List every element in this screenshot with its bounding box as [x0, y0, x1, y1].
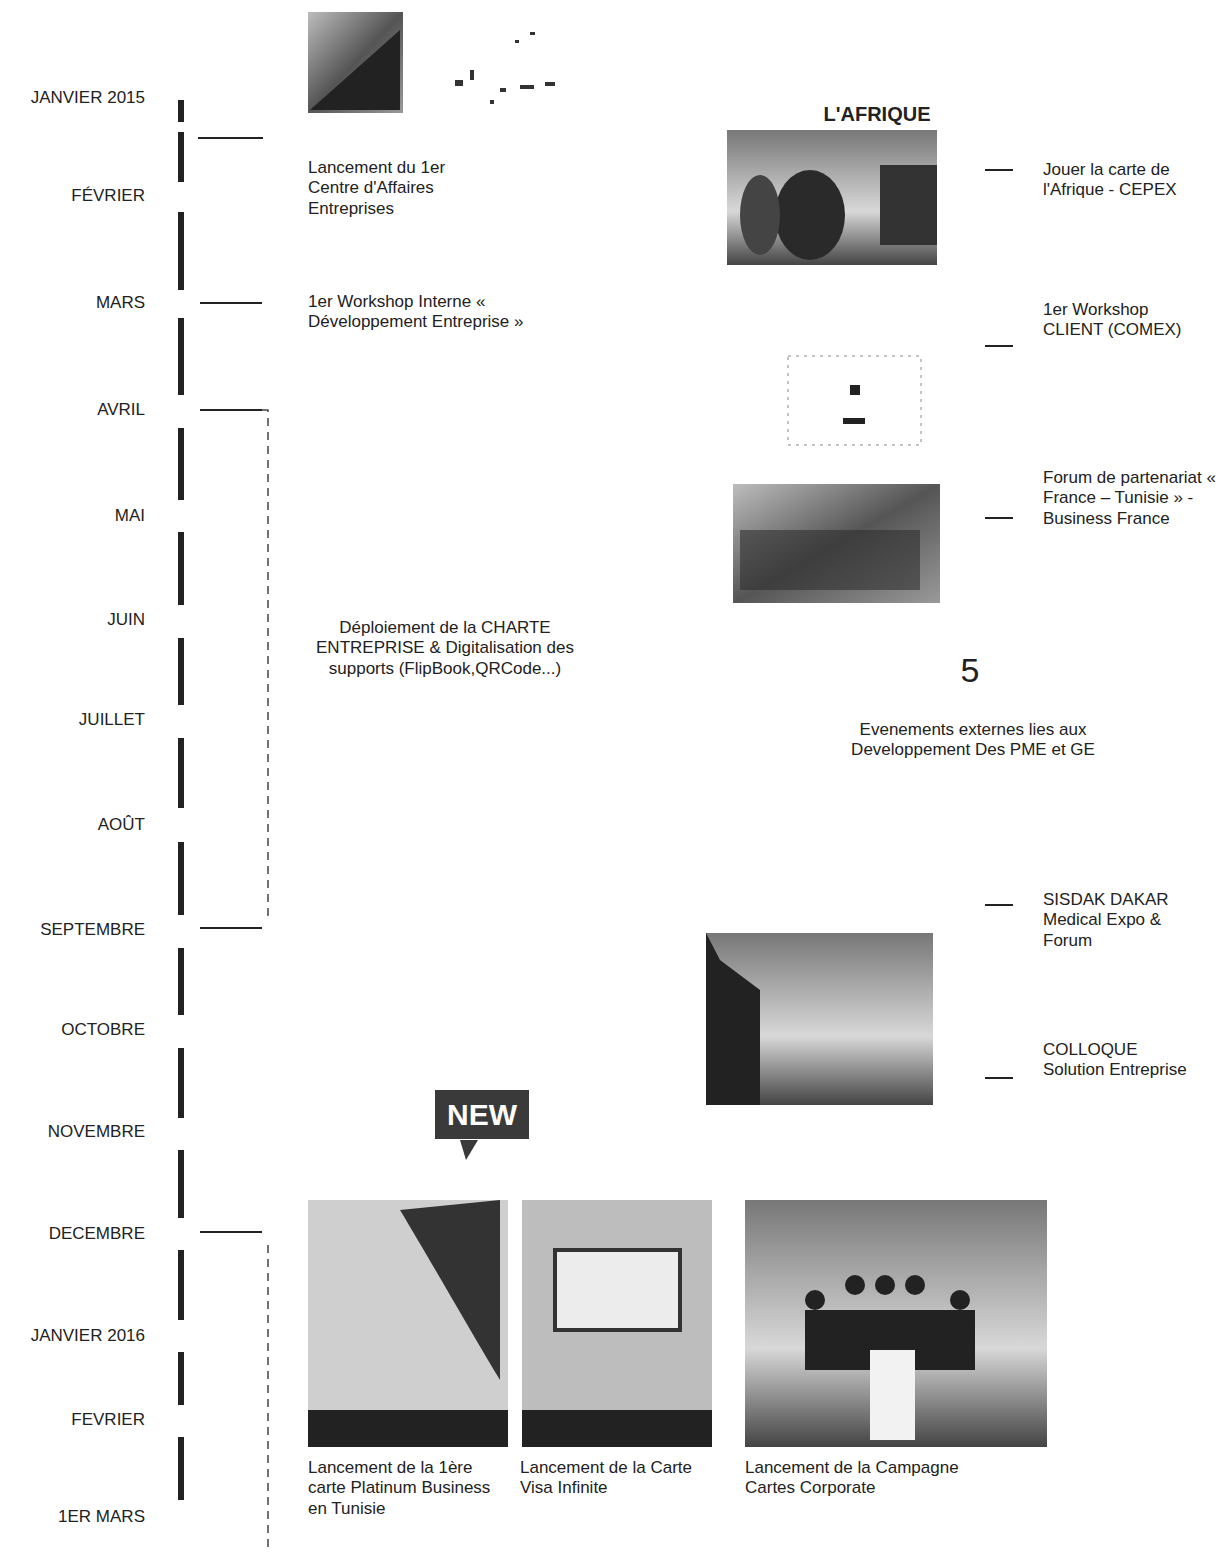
event-caption: Lancement du 1er Centre d'Affaires Entre…: [308, 158, 498, 219]
phase-note: Déploiement de la CHARTE ENTREPRISE & Di…: [290, 618, 600, 679]
event-caption: COLLOQUE Solution Entreprise: [1043, 1040, 1193, 1081]
month-label: AVRIL: [10, 400, 145, 420]
photo-text: L'AFRIQUE: [818, 102, 936, 126]
badge-text: NEW: [447, 1098, 517, 1131]
month-label: MARS: [10, 293, 145, 313]
month-label: JUIN: [10, 610, 145, 630]
event-caption: Jouer la carte de l'Afrique - CEPEX: [1043, 160, 1203, 201]
tick-marks: [198, 138, 1013, 1232]
badge-box: NEW: [435, 1090, 529, 1139]
month-label: OCTOBRE: [10, 1020, 145, 1040]
event-caption: SISDAK DAKAR Medical Expo & Forum: [1043, 890, 1213, 951]
badge-pointer: [460, 1140, 478, 1160]
event-caption: Lancement de la 1ère carte Platinum Busi…: [308, 1458, 503, 1519]
count-number: 5: [930, 650, 1010, 691]
month-label: NOVEMBRE: [10, 1122, 145, 1142]
count-caption: Evenements externes lies aux Developpeme…: [848, 720, 1098, 761]
event-caption: Lancement de la Carte Visa Infinite: [520, 1458, 710, 1499]
month-label: FÉVRIER: [10, 186, 145, 206]
month-label: AOÛT: [10, 815, 145, 835]
month-label: JUILLET: [10, 710, 145, 730]
event-caption: Forum de partenariat « France – Tunisie …: [1043, 468, 1218, 529]
event-caption: Lancement de la Campagne Cartes Corporat…: [745, 1458, 985, 1499]
timeline-bar: [178, 100, 184, 1500]
month-label: DECEMBRE: [10, 1224, 145, 1244]
month-label: FEVRIER: [10, 1410, 145, 1430]
month-label: 1ER MARS: [10, 1507, 145, 1527]
month-label: JANVIER 2015: [10, 88, 145, 108]
month-label: JANVIER 2016: [10, 1326, 145, 1346]
event-caption: 1er Workshop CLIENT (COMEX): [1043, 300, 1193, 341]
event-caption: 1er Workshop Interne « Développement Ent…: [308, 292, 608, 333]
month-label: MAI: [10, 506, 145, 526]
month-label: SEPTEMBRE: [10, 920, 145, 940]
bracket: [262, 410, 268, 1553]
